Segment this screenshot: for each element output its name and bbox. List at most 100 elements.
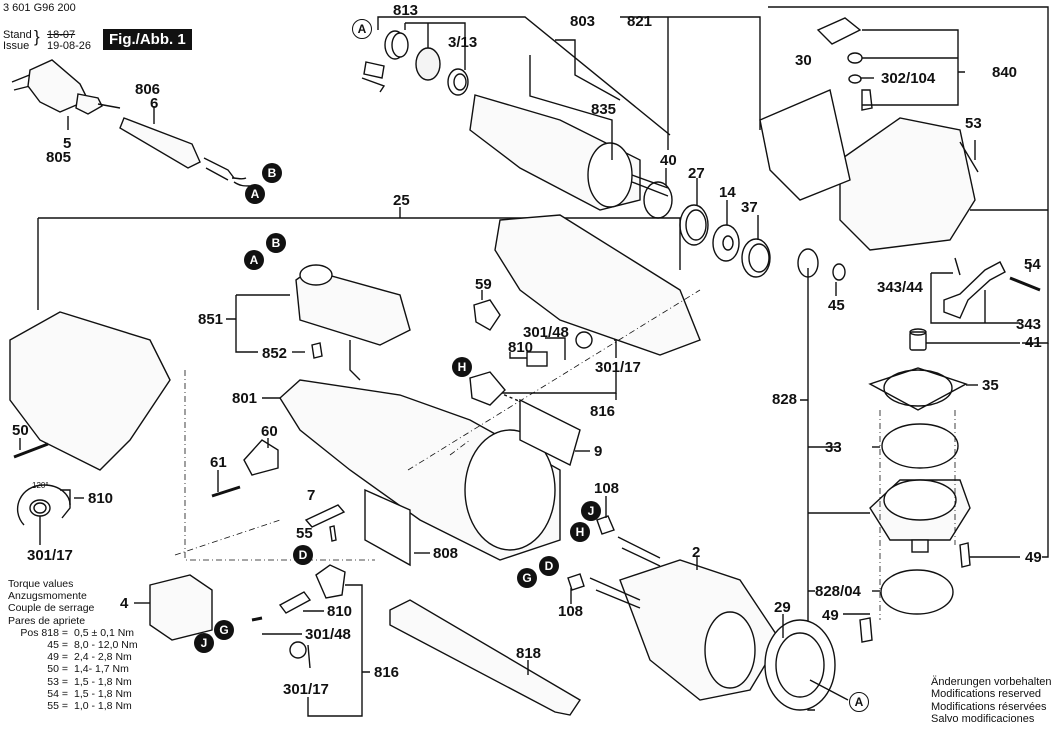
bearing-14 [712, 224, 740, 262]
part-label-301-17-lower: 301/17 [283, 681, 329, 698]
gasket-35 [868, 367, 968, 411]
part-label-55: 55 [296, 525, 313, 542]
lever-343 [943, 257, 1041, 319]
torque-pos: 49 = [47, 651, 68, 664]
part-label-33: 33 [825, 439, 842, 456]
circlip-40 [643, 181, 673, 219]
connector-badge-a: A [352, 19, 372, 39]
part-label-29: 29 [774, 599, 791, 616]
spring-coil [16, 484, 71, 526]
stand-label: Stand [3, 29, 32, 41]
brush-cover-29 [764, 619, 836, 711]
part-label-818: 818 [516, 645, 542, 662]
brush-810 [526, 351, 548, 367]
note-de: Änderungen vorbehalten [931, 676, 1052, 688]
cover-9 [519, 398, 581, 467]
armature [469, 94, 669, 211]
part-label-302-104: 302/104 [881, 70, 936, 87]
part-label-14: 14 [719, 184, 736, 201]
stator-2 [619, 559, 781, 701]
connector-badge-g-stator: G [517, 568, 537, 588]
part-label-805: 805 [46, 149, 72, 166]
part-label-828-04: 828/04 [815, 583, 861, 600]
part-label-810-spring: 810 [88, 490, 114, 507]
connector-badge-j: J [581, 501, 601, 521]
part-label-49-lower: 49 [822, 607, 839, 624]
o-ring-33 [881, 423, 959, 469]
torque-row: 53 =1,5 - 1,8 Nm [8, 676, 138, 688]
part-label-35: 35 [982, 377, 999, 394]
connector-badge-a-switch: A [244, 250, 264, 270]
connector-badge-h-stator: H [570, 522, 590, 542]
switch-851 [295, 264, 411, 381]
document-number: 3 601 G96 200 [3, 2, 76, 14]
part-label-25: 25 [393, 192, 410, 209]
part-label-821: 821 [627, 13, 653, 30]
part-label-30: 30 [795, 52, 812, 69]
part-label-108: 108 [594, 480, 620, 497]
torque-value: 0,5 ± 0,1 Nm [74, 626, 135, 639]
connector-h-holder [469, 371, 506, 406]
gear-housing-840 [759, 17, 976, 251]
connector-badge-a-cord: A [245, 184, 265, 204]
spring-30117 [575, 331, 593, 349]
torque-value: 1,5 - 1,8 Nm [74, 687, 132, 700]
part-label-3-13: 3/13 [448, 34, 478, 51]
part-label-835: 835 [591, 101, 617, 118]
part-label-5: 5 [63, 135, 72, 152]
torque-title-en: Torque values [8, 578, 74, 590]
torque-row: Pos 818 =0,5 ± 0,1 Nm [8, 627, 138, 639]
connector-badge-h: H [452, 357, 472, 377]
issue-date: 19-08-26 [47, 40, 92, 52]
part-label-816-lower: 816 [374, 664, 400, 681]
part-label-49: 49 [1025, 549, 1042, 566]
part-label-61: 61 [210, 454, 227, 471]
part-label-808: 808 [433, 545, 459, 562]
torque-row: 54 =1,5 - 1,8 Nm [8, 688, 138, 700]
torque-pos: 53 = [47, 675, 68, 688]
sleeve-108b [567, 573, 585, 591]
brush-holder-59 [473, 299, 501, 331]
part-label-2: 2 [692, 544, 701, 561]
torque-row: 50 =1,4- 1,7 Nm [8, 663, 138, 675]
part-label-301-48: 301/48 [523, 324, 569, 341]
torque-row: 55 =1,0 - 1,8 Nm [8, 700, 138, 712]
connector-badge-b: B [262, 163, 282, 183]
note-fr: Modifications réservées [931, 700, 1047, 713]
bushing-41 [909, 328, 927, 351]
o-ring-82804 [880, 569, 954, 615]
part-label-343: 343 [1016, 316, 1042, 333]
connector-badge-g: G [214, 620, 234, 640]
part-label-7: 7 [307, 487, 316, 504]
part-label-828: 828 [772, 391, 798, 408]
angle-label: 120° [32, 481, 49, 490]
torque-value: 2,4 - 2,8 Nm [74, 651, 132, 664]
rear-cover [9, 311, 171, 471]
switch-4 [149, 574, 213, 641]
part-label-41: 41 [1025, 334, 1042, 351]
part-label-851: 851 [198, 311, 224, 328]
brush-810-lower [278, 591, 312, 614]
ring-27 [679, 204, 709, 246]
part-label-301-17: 301/17 [595, 359, 641, 376]
handle-housing [494, 214, 701, 356]
pinion-45 [797, 248, 846, 281]
part-label-806: 806 [135, 81, 161, 98]
motor-housing-801 [279, 379, 561, 561]
connector-badge-a-cover: A [849, 692, 869, 712]
part-label-59: 59 [475, 276, 492, 293]
part-label-801: 801 [232, 390, 258, 407]
modification-notes: Änderungen vorbehalten Modifications res… [931, 676, 1051, 725]
old-date: 18-07 [47, 29, 76, 41]
brace-icon: } [34, 27, 40, 46]
part-label-53: 53 [965, 115, 982, 132]
part-label-301-48-lower: 301/48 [305, 626, 351, 643]
torque-title-de: Anzugsmomente [8, 590, 87, 603]
connector-badge-d: D [293, 545, 313, 565]
pin-61 [211, 485, 241, 498]
connector-badge-b-switch: B [266, 233, 286, 253]
torque-values-table: Torque values Anzugsmomente Couple de se… [8, 578, 138, 712]
torque-value: 8,0 - 12,0 Nm [74, 639, 138, 652]
wire-terminals [589, 536, 661, 609]
torque-value: 1,4- 1,7 Nm [74, 663, 129, 676]
